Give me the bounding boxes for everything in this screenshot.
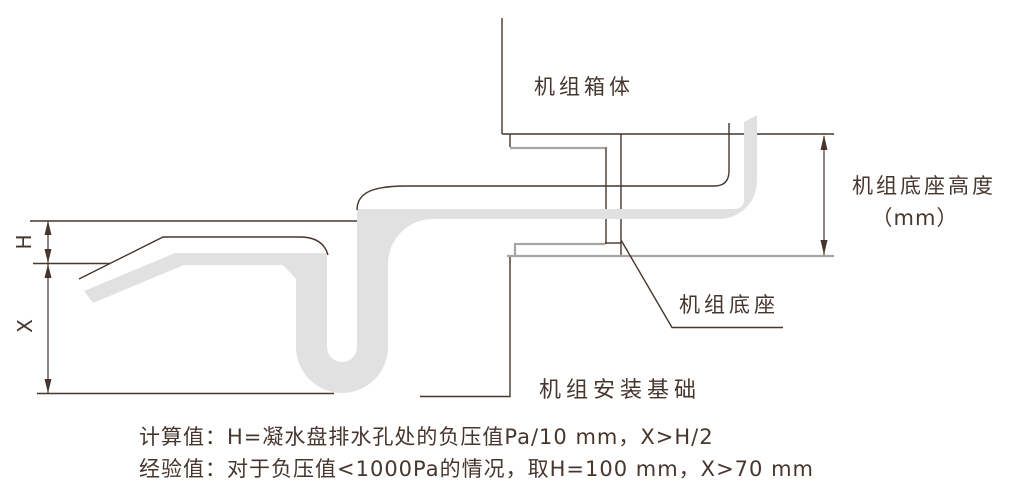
arrowhead-base-height-up xyxy=(820,135,828,150)
dim-h-label: H xyxy=(12,234,36,250)
pipe-water-fill xyxy=(84,115,757,393)
base-height-unit-label: （mm） xyxy=(871,206,959,230)
unit-box-label: 机组箱体 xyxy=(534,75,634,99)
dim-x-label: X xyxy=(13,319,37,333)
note-calculated-value: 计算值：H=凝水盘排水孔处的负压值Pa/10 mm，X>H/2 xyxy=(139,425,714,449)
arrowhead-base-height-down xyxy=(820,240,828,255)
note-empirical-value: 经验值：对于负压值<1000Pa的情况，取H=100 mm，X>70 mm xyxy=(139,457,814,481)
leader-line-unit-base xyxy=(620,239,783,329)
base-bracket-bottom xyxy=(513,242,605,255)
foundation-label: 机组安装基础 xyxy=(539,378,702,403)
drain-pan-outline xyxy=(78,236,329,280)
arrowhead-x-up xyxy=(44,264,52,278)
base-height-label: 机组底座高度 xyxy=(852,174,996,198)
arrowhead-h-up xyxy=(44,221,52,235)
foundation-step-right xyxy=(420,257,511,398)
arrowhead-x-down xyxy=(44,379,52,393)
unit-base-label: 机组底座 xyxy=(679,293,779,317)
pipe-wall-outline xyxy=(356,123,730,211)
arrowhead-h-down xyxy=(44,249,52,263)
